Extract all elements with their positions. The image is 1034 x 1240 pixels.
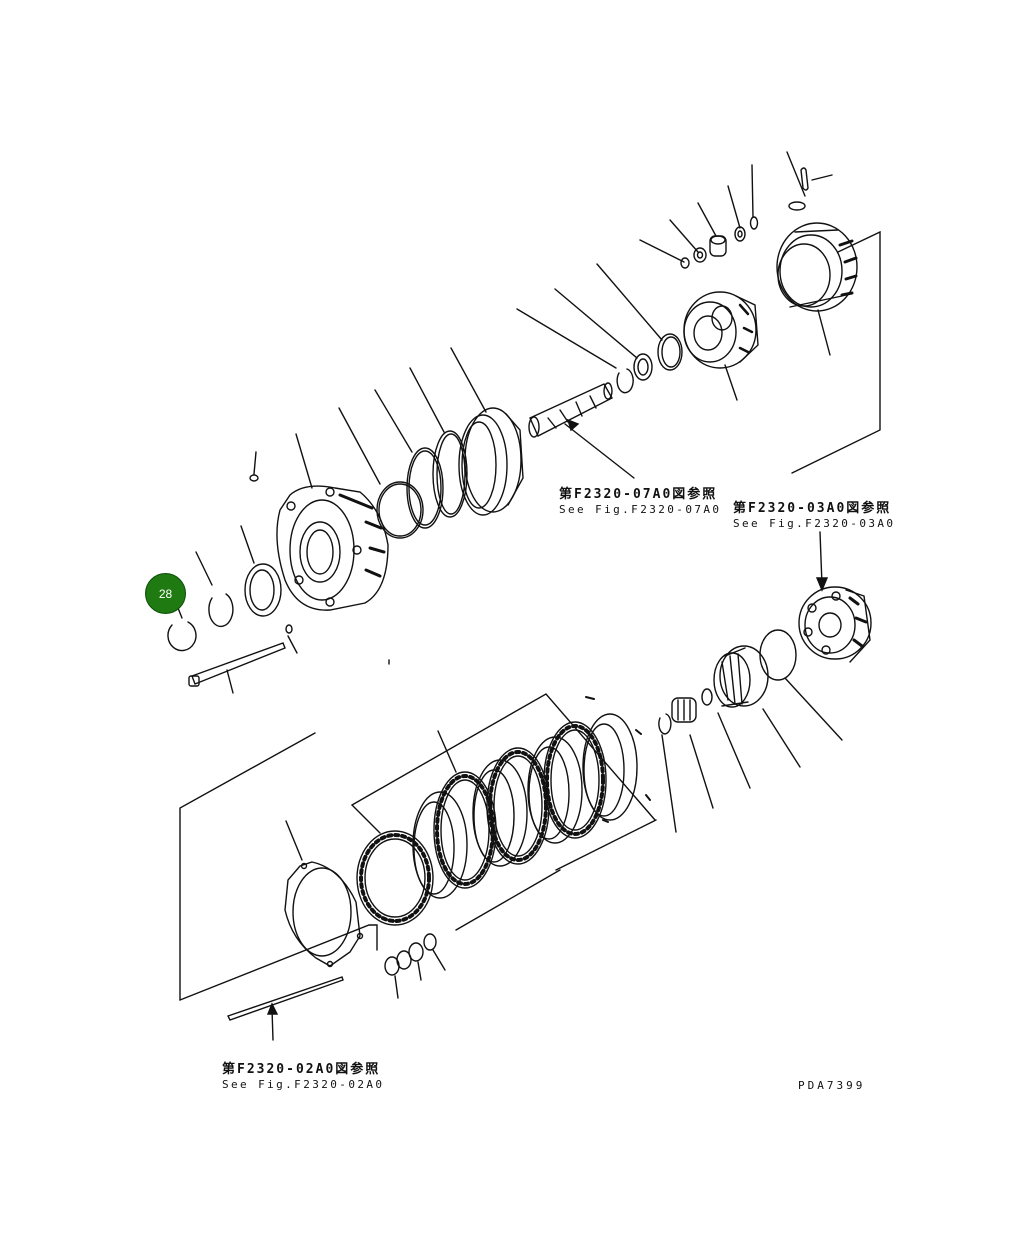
reference-fig-03-jp: 第F2320-03A0図参照 bbox=[733, 501, 892, 516]
o-ring-large bbox=[409, 367, 468, 518]
roller-bearing-large bbox=[713, 645, 801, 768]
friction-disc-3 bbox=[433, 730, 497, 889]
bolt-small bbox=[249, 451, 259, 482]
planet-carrier bbox=[683, 291, 759, 401]
reference-fig-03: 第F2320-03A0図参照 See Fig.F2320-03A0 bbox=[733, 497, 895, 530]
reference-fig-02-jp: 第F2320-02A0図参照 bbox=[222, 1062, 381, 1077]
ring-gear-upper bbox=[776, 222, 858, 356]
separator-plate-3 bbox=[472, 759, 528, 867]
drawing-code: PDA7399 bbox=[798, 1079, 866, 1092]
snap-ring-28 bbox=[167, 607, 197, 652]
reference-fig-02: 第F2320-02A0図参照 See Fig.F2320-02A0 bbox=[222, 1058, 384, 1091]
separator-plate-1 bbox=[582, 696, 651, 823]
end-plate bbox=[284, 820, 364, 968]
friction-disc-4 bbox=[356, 830, 434, 926]
snap-ring-b bbox=[701, 688, 751, 789]
thrust-washer bbox=[596, 263, 683, 371]
reference-fig-07-en: See Fig.F2320-07A0 bbox=[559, 503, 722, 516]
reference-fig-02-en: See Fig.F2320-02A0 bbox=[222, 1078, 385, 1091]
retaining-ring-lower bbox=[759, 629, 843, 741]
friction-disc-2 bbox=[486, 747, 550, 865]
reference-fig-07: 第F2320-07A0図参照 See Fig.F2320-07A0 bbox=[559, 483, 721, 516]
washer-small bbox=[285, 624, 298, 654]
splined-shaft bbox=[528, 382, 635, 479]
reference-fig-03-en: See Fig.F2320-03A0 bbox=[733, 517, 896, 530]
clutch-housing bbox=[276, 433, 389, 611]
springs bbox=[384, 933, 446, 999]
separator-plate-2 bbox=[527, 736, 583, 844]
lower-shaft bbox=[227, 976, 344, 1041]
reference-bracket-lines bbox=[179, 230, 881, 1001]
reference-fig-07-jp: 第F2320-07A0図参照 bbox=[559, 487, 718, 502]
callout-badge-28[interactable]: 28 bbox=[145, 573, 186, 614]
long-bolt bbox=[188, 642, 286, 694]
pin bbox=[786, 151, 833, 211]
snap-ring-upper bbox=[516, 308, 634, 394]
snap-ring-c bbox=[658, 713, 677, 833]
seal-ring bbox=[240, 525, 282, 617]
clutch-pack-bracket bbox=[351, 693, 657, 931]
o-ring-small bbox=[338, 407, 424, 539]
clutch-piston bbox=[450, 347, 524, 516]
friction-disc-1 bbox=[543, 721, 607, 839]
small-parts-chain bbox=[639, 164, 759, 269]
snap-ring-a bbox=[195, 551, 234, 628]
o-ring-medium bbox=[374, 389, 444, 529]
planetary-gear-assembly bbox=[798, 586, 872, 663]
needle-bearing bbox=[671, 697, 714, 809]
bearing-small bbox=[554, 288, 653, 381]
